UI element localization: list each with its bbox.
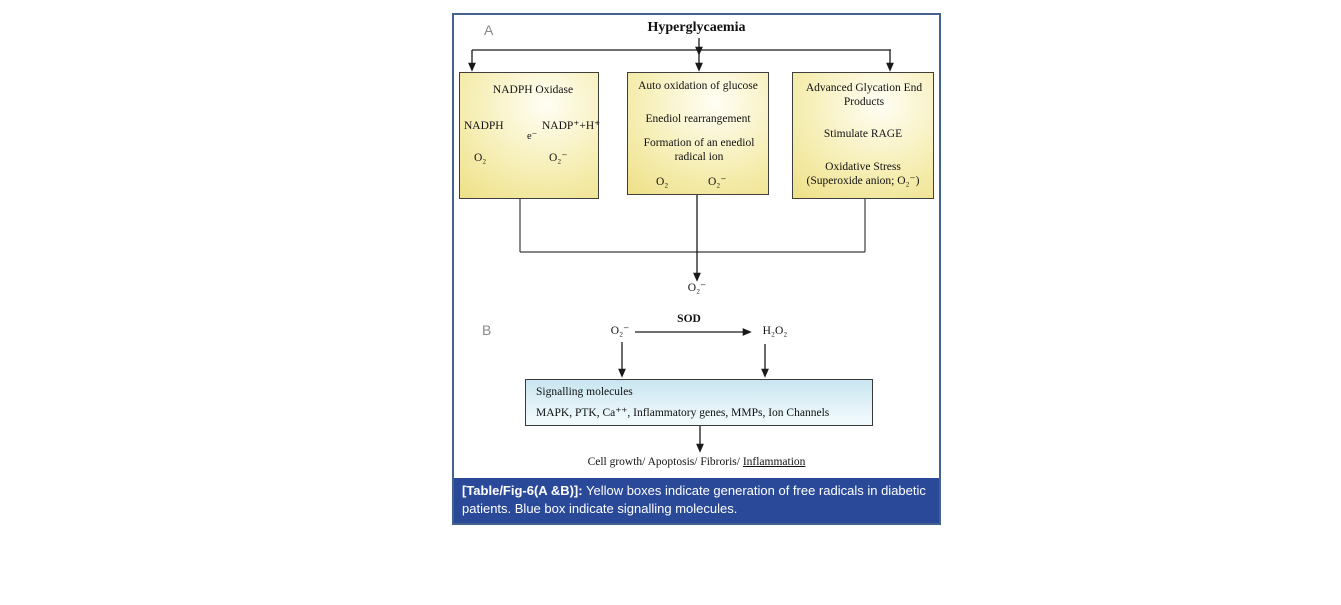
nadph-label: NADPH — [464, 120, 504, 132]
figure-panel: A Hyperglycaemia NADPH Oxidase NADPH NAD… — [452, 13, 941, 525]
nadph-box-title: NADPH Oxidase — [492, 84, 574, 96]
age-box: Advanced Glycation End Products Stimulat… — [792, 72, 934, 199]
caption-bar: [Table/Fig-6(A &B)]: Yellow boxes indica… — [454, 478, 939, 523]
glucose-step1: Auto oxidation of glucose — [638, 80, 758, 92]
electron-label: e⁻ — [527, 131, 538, 142]
age-step1: Advanced Glycation End Products — [805, 82, 923, 109]
figure-title: Hyperglycaemia — [647, 20, 746, 35]
glucose-step3: Formation of an enediol radical ion — [643, 137, 755, 164]
sod-substrate-label: O₂⁻ — [610, 325, 630, 337]
glucose-step2: Enediol rearrangement — [645, 113, 751, 125]
caption-text: Yellow boxes indicate generation of free… — [462, 483, 926, 516]
signalling-molecules-list: MAPK, PTK, Ca⁺⁺, Inflammatory genes, MMP… — [536, 407, 830, 419]
nadp-product-label: NADP⁺+H⁺ — [542, 120, 601, 132]
sod-enzyme-label: SOD — [677, 313, 701, 325]
panel-a-label: A — [484, 22, 494, 38]
panel-b-label: B — [482, 322, 492, 338]
signalling-box-title: Signalling molecules — [536, 386, 633, 398]
glucose-autoxidation-box: Auto oxidation of glucose Enediol rearra… — [627, 72, 769, 195]
converging-connectors — [519, 195, 866, 282]
converged-superoxide-label: O₂⁻ — [687, 282, 707, 294]
age-step4: (Superoxide anion; O₂⁻) — [806, 175, 920, 187]
age-step3: Oxidative Stress — [825, 161, 901, 173]
superoxide-label: O₂⁻ — [708, 176, 727, 188]
oxygen-label: O₂ — [656, 176, 669, 188]
caption-label: [Table/Fig-6(A &B)]: — [462, 483, 583, 498]
sod-reaction-arrows — [618, 328, 769, 378]
superoxide-label: O₂⁻ — [549, 152, 568, 164]
sod-product-label: H₂O₂ — [762, 325, 788, 337]
nadph-oxidase-box: NADPH Oxidase NADPH NADP⁺+H⁺ e⁻ O₂ O₂⁻ — [459, 72, 601, 199]
branch-arrows — [468, 38, 894, 72]
outcome-prefix: Cell growth/ Apoptosis/ Fibroris/ — [587, 456, 743, 468]
outcome-inflammation: Inflammation — [742, 456, 806, 468]
outcome-text: Cell growth/ Apoptosis/ Fibroris/ Inflam… — [454, 456, 939, 468]
age-step2: Stimulate RAGE — [823, 128, 903, 140]
diagram-area: A Hyperglycaemia NADPH Oxidase NADPH NAD… — [454, 15, 939, 476]
signalling-box: Signalling molecules MAPK, PTK, Ca⁺⁺, In… — [525, 379, 873, 426]
oxygen-label: O₂ — [474, 152, 487, 164]
